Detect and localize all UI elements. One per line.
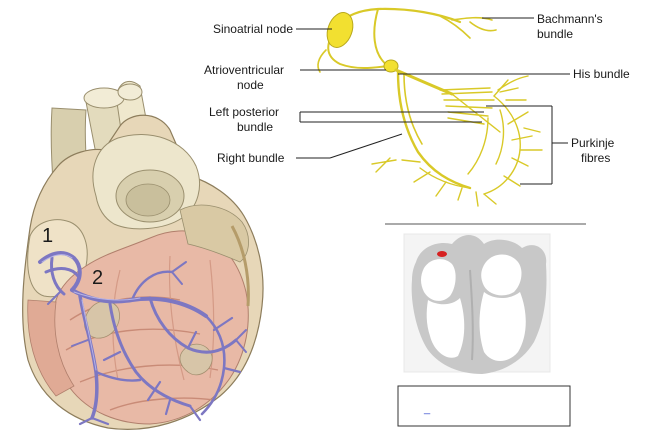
label-sinoatrial-node: Sinoatrial node [213, 22, 293, 36]
marker-1: 1 [42, 225, 53, 247]
right-atrium-cavity [421, 259, 456, 301]
label-his-bundle: His bundle [573, 67, 630, 81]
label-left-posterior-bundle-2: bundle [237, 120, 273, 134]
excitation-dot [437, 251, 447, 257]
anatomical-heart [23, 81, 263, 429]
conduction-schematic [318, 9, 542, 206]
label-bachmanns-bundle-1: Bachmann's [537, 12, 603, 26]
label-atrioventricular-node-2: node [237, 78, 264, 92]
label-purkinje-fibres-1: Purkinje [571, 136, 615, 150]
marker-2: 2 [92, 267, 103, 289]
label-left-posterior-bundle-1: Left posterior [209, 105, 279, 119]
caption-text: _ [423, 403, 431, 415]
left-atrium-cavity [481, 255, 521, 296]
label-right-bundle: Right bundle [217, 151, 285, 165]
label-bachmanns-bundle-2: bundle [537, 27, 573, 41]
animation-panel: _ [385, 224, 586, 426]
label-atrioventricular-node-1: Atrioventricular [204, 63, 284, 77]
label-purkinje-fibres-2: fibres [581, 151, 610, 165]
